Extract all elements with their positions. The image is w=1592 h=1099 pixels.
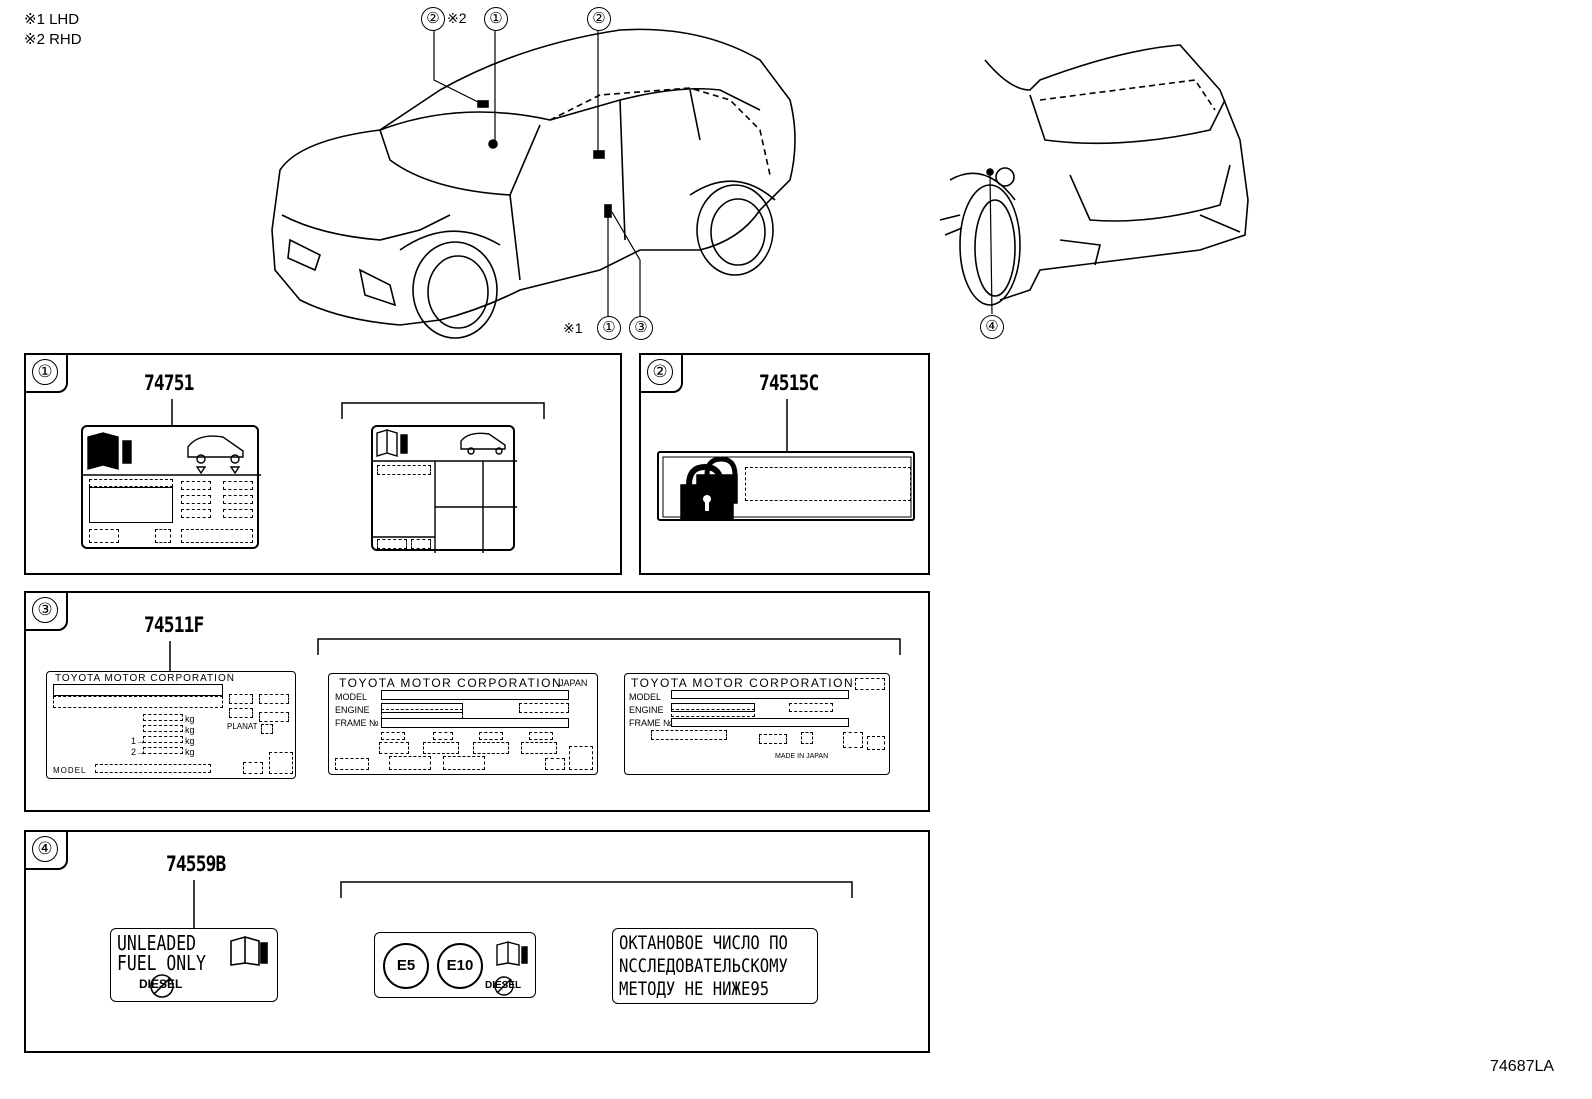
note-rhd: ※2 RHD [24, 31, 82, 48]
panel-4-tab: ④ [24, 830, 68, 870]
e5-icon: E5 [383, 943, 429, 989]
panel-1-leaders [171, 399, 545, 425]
e10-icon: E10 [437, 943, 483, 989]
manual-icon [230, 935, 268, 966]
panel-2-leader [786, 399, 788, 451]
no-diesel-icon [150, 974, 174, 998]
octane-label-ru: ОКТАНОВОЕ ЧИСЛО ПО NССЛЕДОВАТЕЛЬСКОМУ МЕ… [612, 928, 818, 1004]
front-vehicle-illustration [271, 28, 1249, 339]
panel-4: ④ 74559B UNLEADED FUEL ONLY DIESEL E5 E1… [24, 830, 930, 1053]
callout-3-door: ③ [629, 316, 653, 340]
panel-2-tab: ② [639, 353, 683, 393]
part-number-74515C: 74515C [759, 371, 819, 395]
tire-label-a [81, 425, 261, 549]
diagram-id: 74687LA [1490, 1058, 1555, 1075]
part-number-74751: 74751 [144, 371, 194, 395]
manual-icon [496, 941, 528, 966]
callout-rhd-mark: ※2 [447, 10, 467, 26]
ethanol-fuel-label: E5 E10 DIESEL [374, 932, 536, 998]
callout-1-door: ① [597, 316, 621, 340]
callout-2-pillar: ② [587, 7, 611, 31]
callout-lhd-mark: ※1 [563, 320, 583, 336]
vin-plate-a: TOYOTA MOTOR CORPORATION kg kg kg kg 1→ … [46, 671, 296, 779]
panel-3-leaders [169, 638, 901, 671]
panel-1-tab: ① [24, 353, 68, 393]
part-number-74559B: 74559B [166, 852, 226, 876]
lock-icon [662, 456, 912, 520]
panel-1: ① 74751 [24, 353, 622, 575]
vin-plate-b: TOYOTA MOTOR CORPORATION JAPAN MODEL ENG… [328, 673, 598, 775]
panel-2: ② 74515C [639, 353, 930, 575]
note-lhd: ※1 LHD [24, 11, 80, 28]
panel-4-leaders [193, 880, 853, 928]
lock-label [657, 451, 915, 521]
callout-1-front: ① [484, 7, 508, 31]
callout-2-front: ② [421, 7, 445, 31]
panel-3: ③ 74511F TOYOTA MOTOR CORPORATION kg kg … [24, 591, 930, 812]
callout-4-fuel-lid: ④ [980, 315, 1004, 339]
no-diesel-icon [494, 976, 514, 996]
part-number-74511F: 74511F [144, 613, 204, 637]
vin-plate-c: TOYOTA MOTOR CORPORATION MODEL ENGINE FR… [624, 673, 890, 775]
unleaded-fuel-label: UNLEADED FUEL ONLY DIESEL [110, 928, 278, 1002]
panel-3-tab: ③ [24, 591, 68, 631]
tire-label-b [371, 425, 517, 553]
